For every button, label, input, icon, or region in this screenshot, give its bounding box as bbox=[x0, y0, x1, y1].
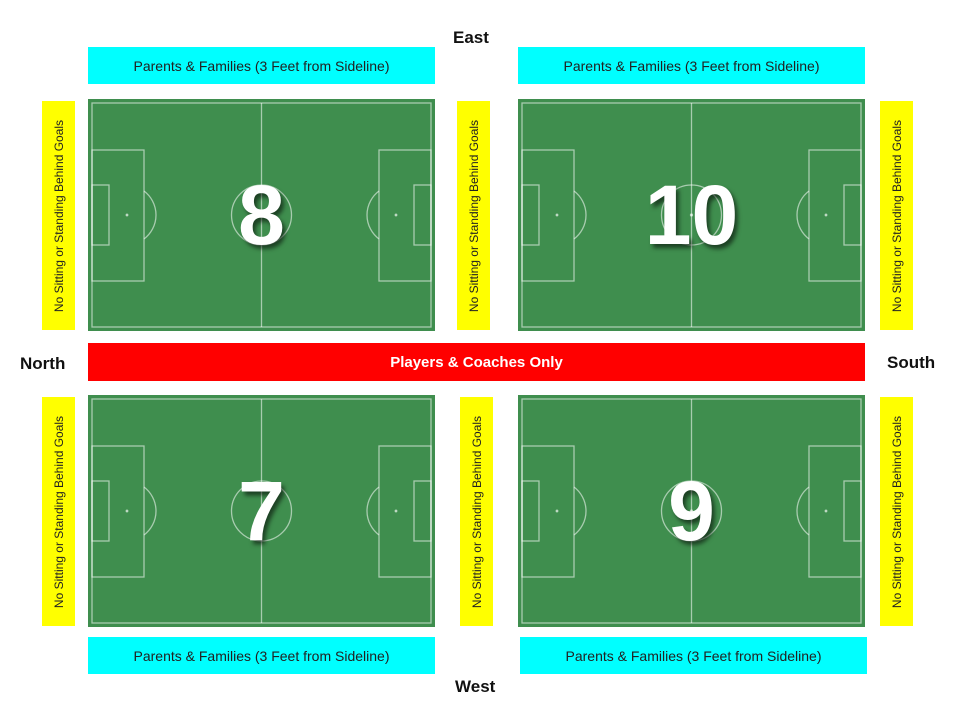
penalty-spot-left bbox=[555, 509, 559, 513]
no-sitting-label: No Sitting or Standing Behind Goals bbox=[51, 119, 66, 312]
no-sitting-label: No Sitting or Standing Behind Goals bbox=[889, 415, 904, 608]
penalty-arc-left bbox=[573, 486, 587, 536]
north-label: North bbox=[20, 354, 66, 373]
penalty-arc-right bbox=[366, 486, 380, 536]
pitch-markings bbox=[521, 398, 862, 624]
center-spot bbox=[689, 213, 694, 217]
penalty-arc-left bbox=[573, 190, 587, 240]
goal-area-right bbox=[843, 480, 862, 542]
field-8: 8 bbox=[88, 99, 435, 331]
pitch-markings bbox=[91, 102, 432, 328]
goal-area-right bbox=[413, 184, 432, 246]
penalty-arc-right bbox=[796, 190, 810, 240]
goal-area-right bbox=[843, 184, 862, 246]
penalty-arc-left bbox=[143, 190, 157, 240]
center-spot bbox=[259, 509, 264, 513]
no-sitting-label: No Sitting or Standing Behind Goals bbox=[469, 415, 484, 608]
penalty-arc-right bbox=[366, 190, 380, 240]
penalty-spot-right bbox=[394, 509, 398, 513]
goal-area-right bbox=[413, 480, 432, 542]
penalty-spot-left bbox=[125, 509, 129, 513]
pitch-markings bbox=[91, 398, 432, 624]
parents-zone-label: Parents & Families (3 Feet from Sideline… bbox=[563, 57, 820, 74]
no-sitting-label: No Sitting or Standing Behind Goals bbox=[51, 415, 66, 608]
no-sitting-zone-north-bottom: No Sitting or Standing Behind Goals bbox=[42, 397, 75, 626]
parents-zone-top-left: Parents & Families (3 Feet from Sideline… bbox=[88, 47, 435, 84]
field-10: 10 bbox=[518, 99, 865, 331]
parents-zone-label: Parents & Families (3 Feet from Sideline… bbox=[133, 57, 390, 74]
field-number: 7 bbox=[238, 463, 285, 558]
penalty-spot-left bbox=[555, 213, 559, 217]
goal-area-left bbox=[91, 480, 110, 542]
no-sitting-zone-middle-top: No Sitting or Standing Behind Goals bbox=[457, 101, 490, 330]
field-number: 9 bbox=[668, 463, 715, 558]
penalty-arc-right bbox=[796, 486, 810, 536]
parents-zone-bottom-right: Parents & Families (3 Feet from Sideline… bbox=[520, 637, 867, 674]
no-sitting-label: No Sitting or Standing Behind Goals bbox=[889, 119, 904, 312]
no-sitting-label: No Sitting or Standing Behind Goals bbox=[466, 119, 481, 312]
south-label: South bbox=[887, 353, 936, 372]
west-label: West bbox=[455, 677, 496, 696]
no-sitting-zone-middle-bottom: No Sitting or Standing Behind Goals bbox=[460, 397, 493, 626]
no-sitting-zone-south-bottom: No Sitting or Standing Behind Goals bbox=[880, 397, 913, 626]
field-9: 9 bbox=[518, 395, 865, 627]
goal-area-left bbox=[521, 480, 540, 542]
penalty-spot-right bbox=[394, 213, 398, 217]
east-label: East bbox=[453, 28, 489, 47]
players-coaches-zone: Players & Coaches Only bbox=[88, 343, 865, 381]
penalty-spot-right bbox=[824, 213, 828, 217]
field-number: 8 bbox=[238, 167, 285, 262]
field-number: 10 bbox=[644, 167, 739, 262]
pitch-markings bbox=[521, 102, 862, 328]
center-spot bbox=[689, 509, 694, 513]
goal-area-left bbox=[91, 184, 110, 246]
parents-zone-bottom-left: Parents & Families (3 Feet from Sideline… bbox=[88, 637, 435, 674]
parents-zone-label: Parents & Families (3 Feet from Sideline… bbox=[565, 647, 822, 664]
center-spot bbox=[259, 213, 264, 217]
penalty-spot-left bbox=[125, 213, 129, 217]
center-circle bbox=[660, 184, 723, 246]
penalty-spot-right bbox=[824, 509, 828, 513]
players-zone-label: Players & Coaches Only bbox=[390, 353, 563, 371]
center-circle bbox=[230, 480, 293, 542]
penalty-arc-left bbox=[143, 486, 157, 536]
parents-zone-top-right: Parents & Families (3 Feet from Sideline… bbox=[518, 47, 865, 84]
no-sitting-zone-north-top: No Sitting or Standing Behind Goals bbox=[42, 101, 75, 330]
parents-zone-label: Parents & Families (3 Feet from Sideline… bbox=[133, 647, 390, 664]
center-circle bbox=[230, 184, 293, 246]
goal-area-left bbox=[521, 184, 540, 246]
center-circle bbox=[660, 480, 723, 542]
field-7: 7 bbox=[88, 395, 435, 627]
no-sitting-zone-south-top: No Sitting or Standing Behind Goals bbox=[880, 101, 913, 330]
